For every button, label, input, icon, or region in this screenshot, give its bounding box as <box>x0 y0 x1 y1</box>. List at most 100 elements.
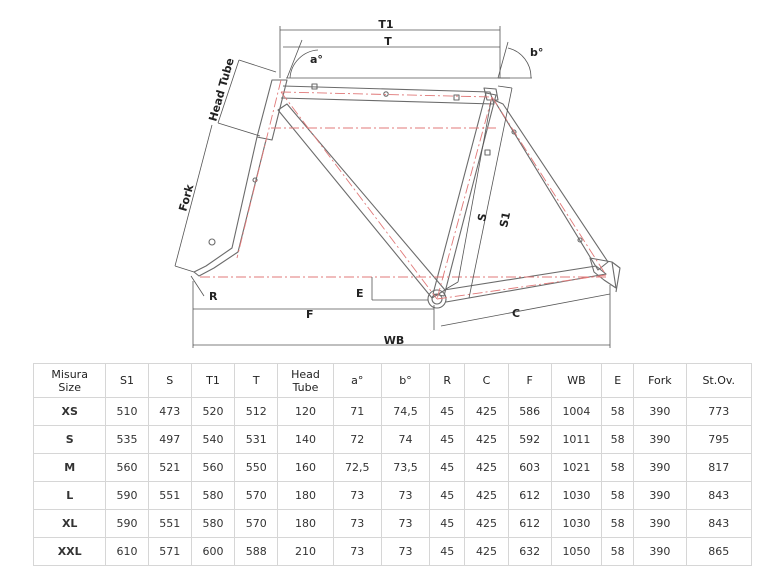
table-cell: 843 <box>685 481 753 510</box>
table-cell: 73 <box>332 537 382 566</box>
table-cell: 425 <box>464 453 509 482</box>
label-s: S <box>475 212 489 223</box>
table-cell: 512 <box>234 397 279 426</box>
header-standover: St.Ov. <box>685 363 753 398</box>
size-cell: S <box>32 425 107 454</box>
label-t: T <box>384 35 392 48</box>
table-cell: 865 <box>685 537 753 566</box>
header-r: R <box>429 363 466 398</box>
table-cell: 580 <box>190 509 236 538</box>
table-cell: 425 <box>464 481 509 510</box>
table-cell: 535 <box>105 425 149 454</box>
table-cell: 843 <box>685 509 753 538</box>
table-cell: 570 <box>234 509 279 538</box>
center-lines <box>200 79 607 300</box>
table-cell: 612 <box>507 481 552 510</box>
header-wb: WB <box>550 363 603 398</box>
label-a-angle: a° <box>310 53 323 66</box>
table-cell: 425 <box>464 397 509 426</box>
dimension-lines <box>174 26 611 348</box>
table-cell: 58 <box>601 509 635 538</box>
label-wb: WB <box>384 334 405 347</box>
table-cell: 140 <box>277 425 334 454</box>
table-cell: 1050 <box>550 537 603 566</box>
table-cell: 45 <box>429 453 466 482</box>
table-cell: 73 <box>380 481 431 510</box>
table-cell: 45 <box>429 397 466 426</box>
table-cell: 1030 <box>550 509 603 538</box>
label-c: C <box>512 307 520 320</box>
table-cell: 795 <box>685 425 753 454</box>
table-cell: 1011 <box>550 425 603 454</box>
table-cell: 73 <box>332 509 382 538</box>
table-cell: 73 <box>332 481 382 510</box>
table-cell: 590 <box>105 481 149 510</box>
table-cell: 160 <box>277 453 334 482</box>
table-cell: 390 <box>633 537 687 566</box>
table-cell: 817 <box>685 453 753 482</box>
table-header-row: Misura Size S1 S T1 T Head Tube a° b° R … <box>32 363 753 398</box>
table-cell: 510 <box>105 397 149 426</box>
table-cell: 520 <box>190 397 236 426</box>
label-r: R <box>209 290 218 303</box>
table-cell: 560 <box>190 453 236 482</box>
table-cell: 580 <box>190 481 236 510</box>
label-head-tube: Head Tube <box>206 57 236 123</box>
table-cell: 45 <box>429 509 466 538</box>
header-fork: Fork <box>633 363 687 398</box>
size-cell: L <box>32 481 107 510</box>
table-cell: 58 <box>601 481 635 510</box>
table-cell: 120 <box>277 397 334 426</box>
table-cell: 58 <box>601 397 635 426</box>
table-cell: 571 <box>147 537 192 566</box>
table-cell: 73,5 <box>380 453 431 482</box>
size-cell: XS <box>32 397 107 426</box>
header-c: C <box>464 363 509 398</box>
table-cell: 180 <box>277 481 334 510</box>
table-cell: 72,5 <box>332 453 382 482</box>
table-cell: 612 <box>507 509 552 538</box>
table-cell: 773 <box>685 397 753 426</box>
header-t1: T1 <box>190 363 236 398</box>
table-cell: 551 <box>147 509 192 538</box>
table-cell: 1021 <box>550 453 603 482</box>
table-cell: 73 <box>380 509 431 538</box>
table-cell: 45 <box>429 481 466 510</box>
header-size: Misura Size <box>32 363 107 398</box>
label-s1: S1 <box>497 211 513 229</box>
header-s: S <box>147 363 192 398</box>
table-cell: 590 <box>105 509 149 538</box>
table-cell: 390 <box>633 509 687 538</box>
table-cell: 390 <box>633 481 687 510</box>
table-cell: 521 <box>147 453 192 482</box>
label-fork: Fork <box>176 182 196 213</box>
frame-outline <box>193 79 621 309</box>
table-cell: 425 <box>464 537 509 566</box>
label-f: F <box>306 308 314 321</box>
table-cell: 425 <box>464 509 509 538</box>
table-cell: 586 <box>507 397 552 426</box>
table-cell: 180 <box>277 509 334 538</box>
table-cell: 531 <box>234 425 279 454</box>
table-cell: 58 <box>601 425 635 454</box>
table-cell: 632 <box>507 537 552 566</box>
header-t: T <box>234 363 279 398</box>
table-cell: 71 <box>332 397 382 426</box>
table-cell: 550 <box>234 453 279 482</box>
table-cell: 390 <box>633 425 687 454</box>
size-cell: XL <box>32 509 107 538</box>
table-cell: 1004 <box>550 397 603 426</box>
table-cell: 45 <box>429 425 466 454</box>
table-cell: 74 <box>380 425 431 454</box>
table-cell: 210 <box>277 537 334 566</box>
header-s1: S1 <box>105 363 149 398</box>
size-cell: M <box>32 453 107 482</box>
table-cell: 390 <box>633 397 687 426</box>
table-cell: 74,5 <box>380 397 431 426</box>
header-f: F <box>507 363 552 398</box>
